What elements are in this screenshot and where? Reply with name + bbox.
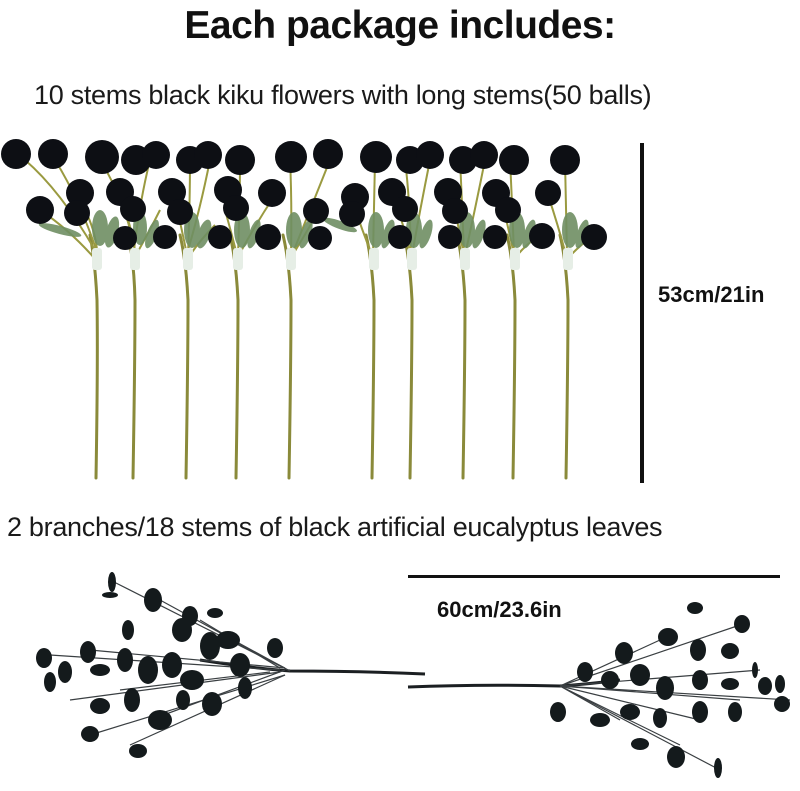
eucalyptus-length-label: 60cm/23.6in [437,597,562,622]
length-dimension-line [408,575,780,578]
kiku-height-label: 53cm/21in [658,282,765,307]
kiku-flowers-description: 10 stems black kiku flowers with long st… [34,80,652,110]
page-title: Each package includes: [184,4,616,47]
eucalyptus-description: 2 branches/18 stems of black artificial … [7,512,663,542]
kiku-flowers-image [1,139,607,480]
eucalyptus-branch-right-image [407,602,791,778]
eucalyptus-branch-left-image [36,572,426,758]
height-dimension-line [640,143,644,483]
